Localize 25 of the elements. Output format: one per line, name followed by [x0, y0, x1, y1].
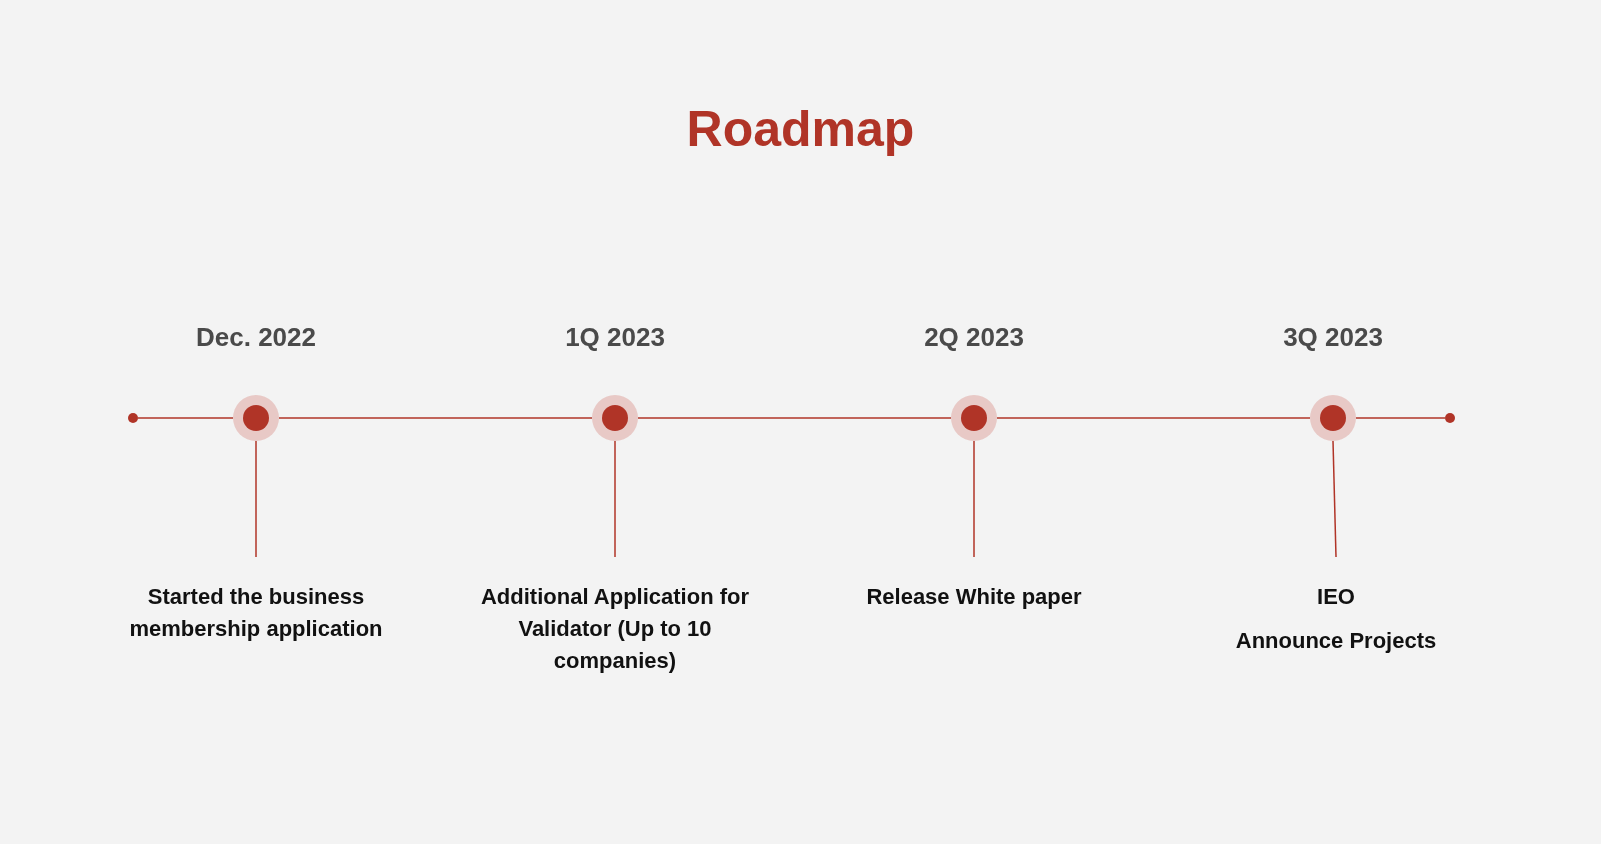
connector-line: [1332, 440, 1337, 558]
title: Roadmap: [686, 100, 915, 159]
timeline-end-dot: [1445, 413, 1455, 423]
milestone-marker: [1310, 395, 1356, 441]
milestone-description: Started the business membership application: [128, 583, 384, 643]
milestone-description: IEO: [1317, 583, 1355, 611]
connector-line: [278, 417, 593, 419]
connector-line: [637, 417, 952, 419]
connector-line: [973, 440, 975, 558]
connector-line: [255, 440, 257, 558]
milestone-description: Announce Projects: [1235, 626, 1437, 655]
milestone-description: Additional Application for Validator (Up to 10 companies): [479, 583, 751, 675]
milestone-date: Dec. 2022: [195, 321, 317, 354]
connector-line: [137, 417, 234, 419]
milestone-description: Release White paper: [866, 583, 1082, 611]
milestone-marker: [592, 395, 638, 441]
connector-line: [614, 440, 616, 558]
milestone-marker: [233, 395, 279, 441]
connector-line: [996, 417, 1311, 419]
milestone-date: 2Q 2023: [923, 321, 1025, 354]
milestone-date: 3Q 2023: [1282, 321, 1384, 354]
connector-line: [1355, 417, 1446, 419]
timeline-end-dot: [128, 413, 138, 423]
milestone-date: 1Q 2023: [564, 321, 666, 354]
milestone-marker: [951, 395, 997, 441]
